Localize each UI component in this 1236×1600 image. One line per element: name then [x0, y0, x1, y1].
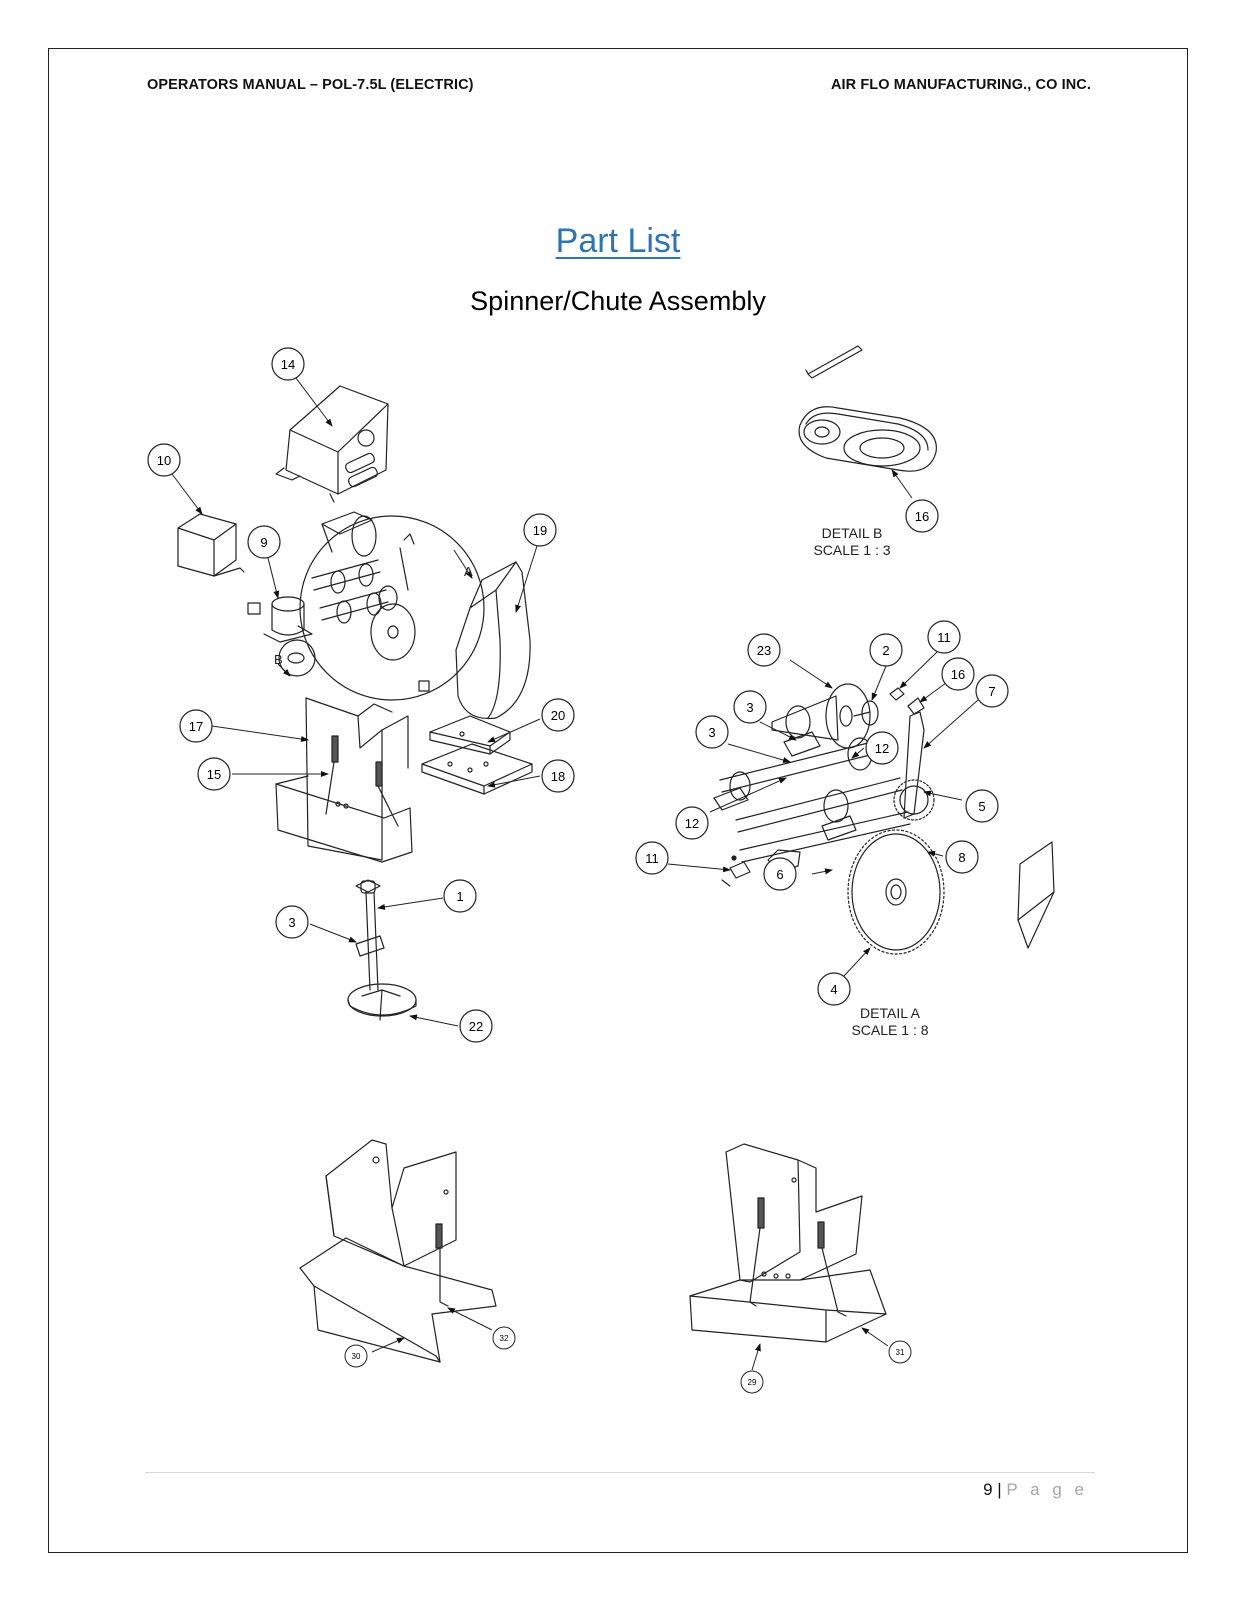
page-label: P a g e — [1006, 1480, 1088, 1499]
section-subtitle: Spinner/Chute Assembly — [470, 286, 766, 316]
electrical-box-part — [177, 513, 245, 577]
callout-balloon: 16 — [941, 657, 975, 691]
callout-balloon: 14 — [271, 347, 305, 381]
svg-text:7: 7 — [988, 684, 995, 699]
motor-part — [247, 596, 430, 692]
svg-text:31: 31 — [896, 1348, 905, 1357]
detail-a-drive-assembly — [713, 683, 1055, 955]
view-letter-b: B — [274, 652, 283, 667]
svg-text:5: 5 — [978, 799, 985, 814]
chute-left-view — [299, 1139, 497, 1363]
svg-text:19: 19 — [533, 523, 547, 538]
callout-balloon: 23 — [747, 633, 781, 667]
svg-text:3: 3 — [288, 915, 295, 930]
detail-a-label: DETAIL A — [860, 1005, 921, 1021]
svg-text:12: 12 — [685, 816, 699, 831]
page-separator: | — [997, 1480, 1002, 1499]
callout-balloon: 8 — [945, 840, 979, 874]
callout-balloon: 11 — [635, 841, 669, 875]
chute-cover-part — [455, 561, 531, 720]
svg-text:29: 29 — [748, 1378, 757, 1387]
callout-balloon: 17 — [179, 709, 213, 743]
callout-balloon: 4 — [817, 972, 851, 1006]
footer-divider — [145, 1472, 1095, 1473]
drive-assembly-mini — [311, 511, 416, 661]
detail-a-circle — [299, 515, 485, 701]
svg-text:3: 3 — [708, 725, 715, 740]
callout-balloons: 14 10 9 19 17 15 20 18 1 3 22 16 23 2 11… — [147, 347, 1009, 1394]
svg-text:14: 14 — [281, 357, 295, 372]
callout-balloon: 12 — [675, 806, 709, 840]
callout-balloon: 16 — [905, 499, 939, 533]
svg-text:10: 10 — [157, 453, 171, 468]
svg-text:17: 17 — [189, 719, 203, 734]
page-number: 9 — [983, 1480, 993, 1499]
callout-balloon: 20 — [541, 698, 575, 732]
chute-right-view — [689, 1143, 887, 1343]
callout-balloon: 12 — [865, 731, 899, 765]
svg-text:12: 12 — [875, 741, 889, 756]
page-frame — [48, 48, 1188, 1553]
chute-body-part — [275, 697, 413, 863]
detail-b-belt-drive — [798, 345, 937, 472]
svg-text:4: 4 — [830, 982, 837, 997]
spinner-shaft-part — [347, 879, 417, 1021]
view-letter-a: A — [464, 564, 473, 579]
callout-balloon: 1 — [443, 879, 477, 913]
svg-text:11: 11 — [645, 851, 659, 866]
svg-text:16: 16 — [951, 667, 965, 682]
callout-balloon: 22 — [459, 1009, 493, 1043]
detail-b-label: DETAIL B — [822, 525, 883, 541]
callout-balloon: 7 — [975, 674, 1009, 708]
callout-balloon: 2 — [869, 633, 903, 667]
svg-text:15: 15 — [207, 767, 221, 782]
svg-text:18: 18 — [551, 769, 565, 784]
detail-a-scale: SCALE 1 : 8 — [851, 1022, 928, 1038]
callout-balloon: 6 — [763, 857, 797, 891]
header-company-name: AIR FLO MANUFACTURING., CO INC. — [830, 77, 1091, 93]
svg-text:16: 16 — [915, 509, 929, 524]
svg-text:8: 8 — [958, 850, 965, 865]
callout-balloon: 15 — [197, 757, 231, 791]
callout-balloon: 10 — [147, 443, 181, 477]
callout-balloon: 18 — [541, 759, 575, 793]
motor-cover-part — [275, 385, 389, 503]
detail-b-scale: SCALE 1 : 3 — [813, 542, 890, 558]
callout-balloon: 32 — [492, 1326, 516, 1350]
svg-text:23: 23 — [757, 643, 771, 658]
svg-text:2: 2 — [882, 643, 889, 658]
callout-balloon: 19 — [523, 513, 557, 547]
callout-balloon: 11 — [927, 620, 961, 654]
page-footer: 9 | P a g e — [983, 1480, 1088, 1500]
svg-text:1: 1 — [456, 889, 463, 904]
svg-text:9: 9 — [260, 535, 267, 550]
svg-text:22: 22 — [469, 1019, 483, 1034]
leader-lines — [171, 377, 979, 1371]
callout-balloon: 5 — [965, 789, 999, 823]
svg-text:30: 30 — [352, 1352, 361, 1361]
callout-balloon: 3 — [695, 715, 729, 749]
callout-balloon: 31 — [888, 1340, 912, 1364]
svg-text:6: 6 — [776, 867, 783, 882]
svg-text:20: 20 — [551, 708, 565, 723]
svg-text:32: 32 — [500, 1334, 509, 1343]
callout-balloon: 3 — [733, 690, 767, 724]
callout-balloon: 3 — [275, 905, 309, 939]
detail-b-circle — [278, 639, 316, 677]
mounting-plate-part — [421, 715, 533, 795]
svg-text:3: 3 — [746, 700, 753, 715]
page-title[interactable]: Part List — [555, 222, 681, 260]
callout-balloon: 29 — [740, 1370, 764, 1394]
callout-balloon: 30 — [344, 1344, 368, 1368]
header-manual-title: OPERATORS MANUAL – POL-7.5L (ELECTRIC) — [147, 77, 474, 93]
svg-text:11: 11 — [937, 630, 951, 645]
callout-balloon: 9 — [247, 525, 281, 559]
